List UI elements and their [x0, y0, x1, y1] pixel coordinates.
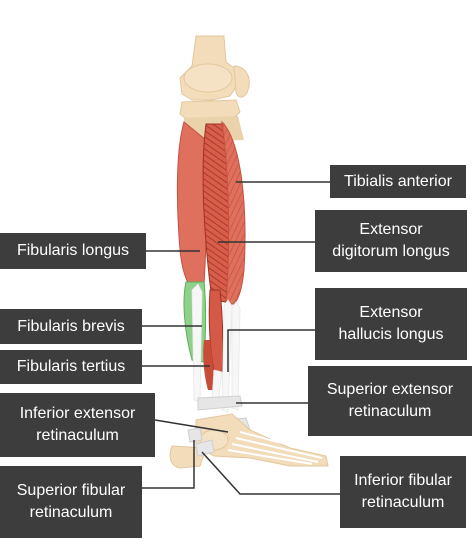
label-fibularis-brevis: Fibularis brevis	[0, 309, 142, 344]
leader-lines	[142, 181, 340, 495]
label-superior-extensor-retinaculum: Superior extensor retinaculum	[308, 366, 472, 436]
label-superior-fibular-retinaculum: Superior fibular retinaculum	[0, 466, 142, 538]
label-fibularis-tertius: Fibularis tertius	[0, 350, 142, 384]
label-tibialis-anterior: Tibialis anterior	[330, 165, 466, 198]
label-extensor-digitorum-longus: Extensor digitorum longus	[315, 210, 467, 272]
label-inferior-extensor-retinaculum: Inferior extensor retinaculum	[0, 393, 155, 457]
fibularis-longus-muscle	[176, 121, 208, 287]
fibularis-tertius-muscle	[203, 340, 214, 390]
foot-bones	[169, 413, 329, 469]
superior-extensor-retinaculum	[197, 395, 243, 411]
inferior-fibular-retinaculum	[195, 439, 215, 457]
superior-fibular-retinaculum	[187, 427, 203, 443]
label-inferior-fibular-retinaculum: Inferior fibular retinaculum	[340, 456, 466, 528]
label-extensor-hallucis-longus: Extensor hallucis longus	[315, 288, 467, 360]
label-fibularis-longus: Fibularis longus	[0, 233, 146, 269]
tendons	[191, 283, 241, 413]
tibialis-anterior-muscle	[221, 120, 246, 305]
femur-and-knee	[179, 35, 250, 123]
